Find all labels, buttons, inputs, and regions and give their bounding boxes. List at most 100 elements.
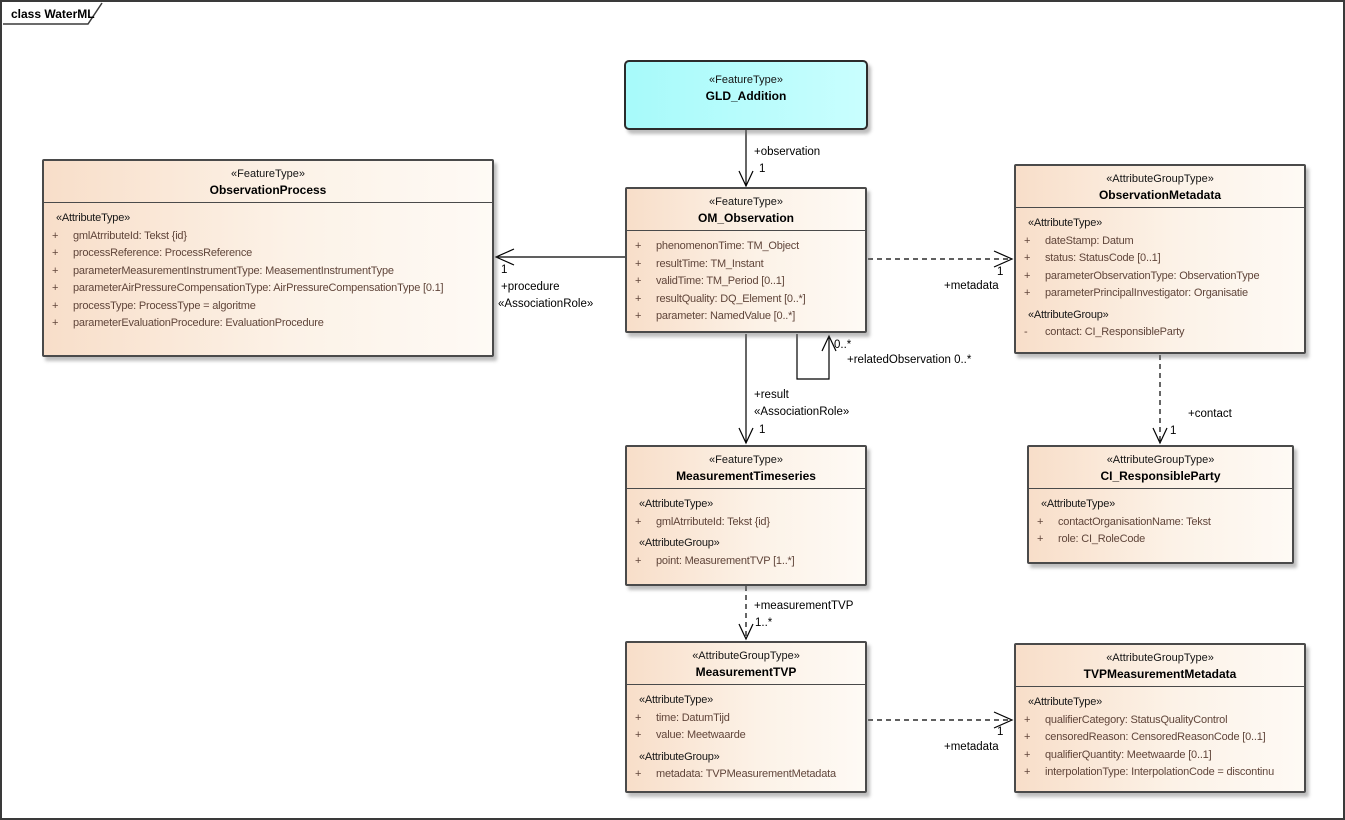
attribute-text: value: Meetwaarde	[656, 729, 746, 741]
attribute-text: parameterPrincipalInvestigator: Organisa…	[1045, 287, 1248, 299]
attribute-row: +value: Meetwaarde	[632, 727, 860, 745]
class-tvp-measurement-metadata[interactable]: «AttributeGroupType» TVPMeasurementMetad…	[1014, 643, 1306, 793]
attributes-compartment: «AttributeType» + gmlAtrributeId: Tekst {…	[44, 203, 492, 333]
visibility-marker: +	[1024, 713, 1031, 726]
visibility-marker: +	[1024, 269, 1031, 282]
attribute-text: dateStamp: Datum	[1045, 234, 1134, 247]
attributes-compartment: «AttributeType» + gmlAtrributeId: Tekst {…	[627, 489, 865, 570]
edge-contact[interactable]	[1152, 355, 1168, 445]
attribute-text: processType: ProcessType = algoritme	[73, 299, 256, 312]
attribute-row: +censoredReason: CensoredReasonCode [0..…	[1021, 729, 1299, 747]
attribute-text: role: CI_RoleCode	[1058, 533, 1146, 545]
edge-multiplicity-procedure: 1	[501, 264, 508, 276]
section-label: «AttributeGroup»	[639, 537, 720, 549]
visibility-marker: +	[1037, 533, 1044, 545]
class-measurement-tvp[interactable]: «AttributeGroupType» MeasurementTVP «Att…	[625, 641, 867, 793]
edge-multiplicity-metadata-tvp: 1	[997, 726, 1004, 738]
class-name: MeasurementTVP	[695, 665, 797, 679]
edge-observation[interactable]	[738, 130, 754, 188]
edge-multiplicity-related-observation: 0..*	[834, 339, 852, 351]
attribute-row: +validTime: TM_Period [0..1]	[632, 273, 860, 291]
edge-related-observation[interactable]	[796, 334, 837, 380]
visibility-marker: +	[635, 711, 642, 724]
class-observation-process[interactable]: «FeatureType» ObservationProcess «Attrib…	[42, 159, 494, 357]
class-ci-responsible-party[interactable]: «AttributeGroupType» CI_ResponsibleParty…	[1027, 445, 1294, 564]
attribute-text: point: MeasurementTVP [1..*]	[656, 554, 795, 567]
visibility-marker: +	[635, 554, 642, 567]
visibility-marker: +	[52, 282, 59, 294]
section-label: «AttributeType»	[639, 694, 714, 706]
attribute-row: + point: MeasurementTVP [1..*]	[632, 553, 860, 571]
edge-stereotype-procedure: «AssociationRole»	[498, 298, 594, 310]
attribute-text: contact: CI_ResponsibleParty	[1045, 326, 1185, 338]
section-label: «AttributeType»	[56, 212, 131, 224]
section-label: «AttributeGroup»	[1028, 308, 1109, 321]
edge-label-result: +result	[754, 389, 789, 401]
class-header: «FeatureType» GLD_Addition	[626, 62, 866, 108]
attribute-row: + gmlAtrributeId: Tekst {id}	[632, 514, 860, 532]
attribute-text: contactOrganisationName: Tekst	[1058, 515, 1211, 528]
class-stereotype: «AttributeGroupType»	[1106, 173, 1214, 185]
edge-measurement-tvp[interactable]	[738, 586, 754, 641]
attribute-row: +phenomenonTime: TM_Object	[632, 238, 860, 256]
section-label: «AttributeType»	[1028, 217, 1103, 229]
attribute-text: gmlAtrributeId: Tekst {id}	[73, 229, 187, 242]
attribute-text: metadata: TVPMeasurementMetadata	[656, 768, 836, 780]
class-stereotype: «FeatureType»	[709, 454, 783, 466]
attribute-text: phenomenonTime: TM_Object	[656, 240, 799, 252]
attribute-text: gmlAtrributeId: Tekst {id}	[656, 515, 770, 528]
edge-metadata-observation[interactable]	[868, 250, 1014, 268]
edge-label-measurement-tvp: +measurementTVP	[754, 600, 854, 612]
class-name: OM_Observation	[697, 211, 795, 225]
attribute-row: + parameter: NamedValue [0..*]	[632, 308, 860, 326]
attribute-text: parameterAirPressureCompensationType: Ai…	[73, 282, 444, 294]
attribute-row: + metadata: TVPMeasurementMetadata	[632, 766, 860, 784]
section-label: «AttributeType»	[1041, 498, 1116, 510]
attribute-row: +status: StatusCode [0..1]	[1021, 250, 1299, 268]
section-label: «AttributeGroup»	[639, 750, 720, 763]
class-stereotype: «AttributeGroupType»	[1106, 454, 1215, 466]
edge-procedure[interactable]	[494, 248, 625, 266]
edge-multiplicity-measurement-tvp: 1..*	[755, 617, 773, 629]
class-observation-metadata[interactable]: «AttributeGroupType» ObservationMetadata…	[1014, 164, 1306, 354]
attribute-row: +parameterEvaluationProcedure: Evaluatio…	[49, 315, 487, 333]
class-header: «AttributeGroupType» TVPMeasurementMetad…	[1016, 645, 1304, 687]
edge-metadata-tvp[interactable]	[868, 711, 1014, 729]
section-label: «AttributeType»	[639, 498, 714, 510]
class-name: ObservationMetadata	[1098, 188, 1222, 202]
class-name: TVPMeasurementMetadata	[1083, 667, 1237, 681]
edge-label-procedure: +procedure	[501, 281, 560, 293]
attribute-text: parameter: NamedValue [0..*]	[656, 310, 796, 322]
edge-multiplicity-observation: 1	[759, 163, 766, 175]
attributes-compartment: «AttributeType» +dateStamp: Datum +statu…	[1016, 208, 1304, 342]
attribute-text: status: StatusCode [0..1]	[1045, 252, 1161, 264]
attribute-row: + role: CI_RoleCode	[1034, 531, 1287, 549]
class-measurement-timeseries[interactable]: «FeatureType» MeasurementTimeseries «Att…	[625, 445, 867, 586]
visibility-marker: +	[52, 229, 59, 242]
edge-multiplicity-contact: 1	[1170, 425, 1177, 437]
class-name: CI_ResponsibleParty	[1100, 469, 1221, 483]
edge-label-contact: +contact	[1188, 408, 1232, 420]
attribute-row: +time: DatumTijd	[632, 710, 860, 728]
attribute-text: interpolationType: InterpolationCode = d…	[1045, 766, 1274, 778]
attributes-compartment: «AttributeType» +time: DatumTijd +value:…	[627, 685, 865, 784]
visibility-marker: +	[635, 515, 642, 528]
visibility-marker: +	[635, 310, 642, 322]
class-om-observation[interactable]: «FeatureType» OM_Observation +phenomenon…	[625, 187, 867, 333]
edge-result[interactable]	[738, 334, 754, 445]
class-gld-addition[interactable]: «FeatureType» GLD_Addition	[624, 60, 868, 130]
edge-multiplicity-metadata-observation: 1	[997, 266, 1004, 278]
visibility-marker: +	[52, 247, 59, 259]
section-label: «AttributeType»	[1028, 696, 1103, 708]
visibility-marker: +	[1024, 748, 1031, 761]
visibility-marker: +	[635, 768, 642, 780]
attribute-text: resultTime: TM_Instant	[656, 257, 764, 270]
attributes-compartment: «AttributeType» + contactOrganisationName…	[1029, 489, 1292, 549]
class-header: «AttributeGroupType» CI_ResponsibleParty	[1029, 447, 1292, 489]
attribute-text: parameterObservationType: ObservationTyp…	[1045, 269, 1260, 282]
class-header: «AttributeGroupType» ObservationMetadata	[1016, 166, 1304, 208]
attribute-row: +dateStamp: Datum	[1021, 233, 1299, 251]
class-header: «FeatureType» OM_Observation	[627, 189, 865, 231]
